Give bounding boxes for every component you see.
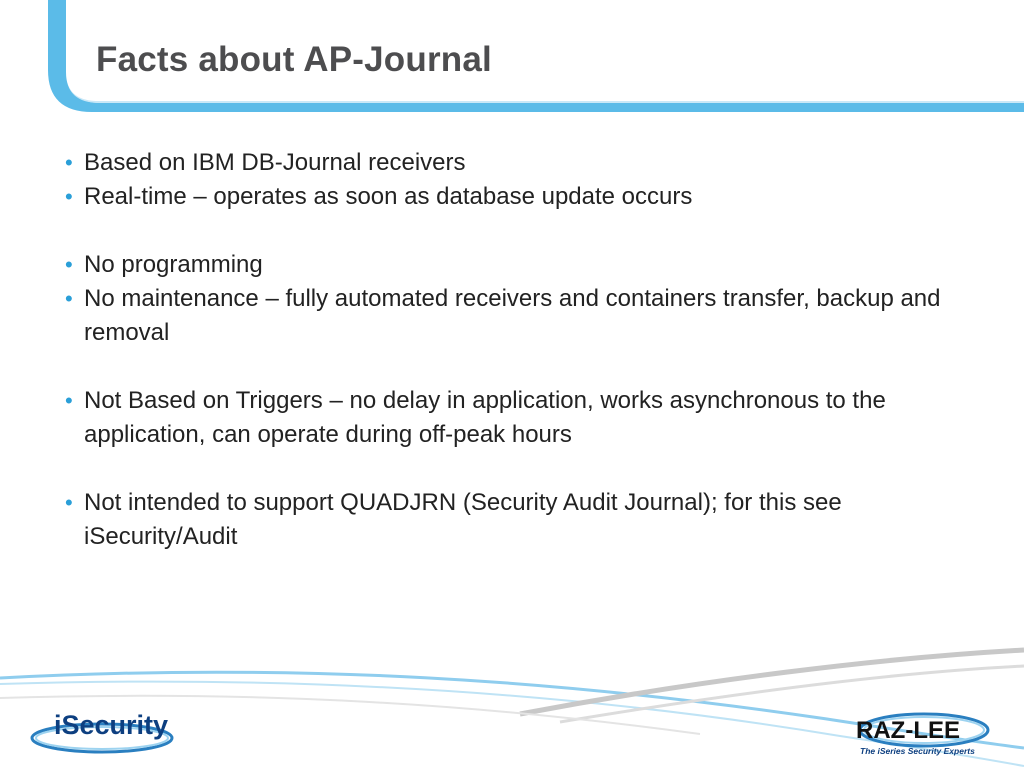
footer-swoosh-decoration — [0, 640, 1024, 768]
bullet-text: Real-time – operates as soon as database… — [84, 183, 693, 210]
bullet-dot-icon: • — [65, 388, 73, 413]
isecurity-logo: iSecurity — [30, 700, 190, 756]
svg-text:The iSeries Security Experts: The iSeries Security Experts — [860, 746, 975, 756]
bullet-item: • Not Based on Triggers – no delay in ap… — [62, 384, 982, 452]
slide-title: Facts about AP-Journal — [96, 40, 492, 79]
bullet-dot-icon: • — [65, 490, 73, 515]
bullet-item: • Not intended to support QUADJRN (Secur… — [62, 486, 982, 554]
bullet-dot-icon: • — [65, 150, 73, 175]
bullet-dot-icon: • — [65, 184, 73, 209]
bullet-dot-icon: • — [65, 252, 73, 277]
bullet-item: • No programming — [62, 248, 982, 282]
bullet-list: • Based on IBM DB-Journal receivers • Re… — [62, 146, 982, 554]
bullet-text: Not intended to support QUADJRN (Securit… — [84, 489, 842, 550]
bullet-text: Not Based on Triggers – no delay in appl… — [84, 387, 886, 448]
razlee-logo: RAZ-LEE The iSeries Security Experts — [846, 708, 1006, 762]
svg-text:iSecurity: iSecurity — [54, 710, 168, 740]
bullet-item: • Based on IBM DB-Journal receivers — [62, 146, 982, 180]
bullet-item: • No maintenance – fully automated recei… — [62, 282, 982, 350]
bullet-text: No programming — [84, 251, 263, 278]
bullet-text: Based on IBM DB-Journal receivers — [84, 149, 466, 176]
bullet-text: No maintenance – fully automated receive… — [84, 285, 941, 346]
bullet-item: • Real-time – operates as soon as databa… — [62, 180, 982, 214]
bullet-dot-icon: • — [65, 286, 73, 311]
svg-text:RAZ-LEE: RAZ-LEE — [856, 717, 960, 744]
